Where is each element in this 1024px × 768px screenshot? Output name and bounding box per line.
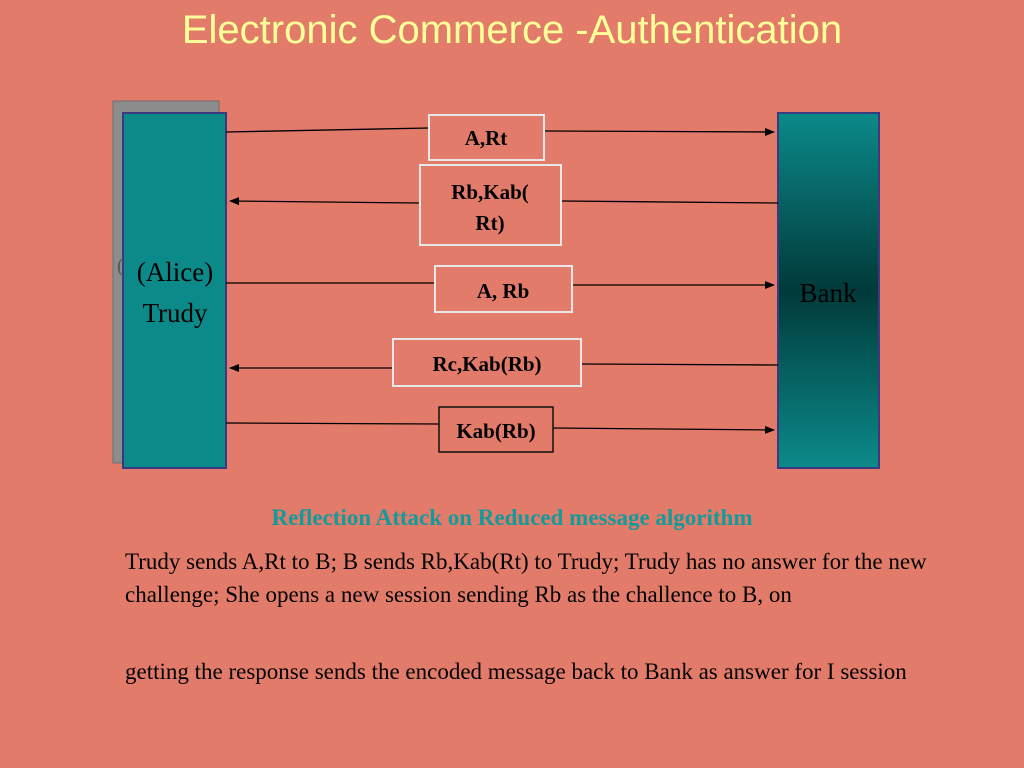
- trudy-entity-label-line2: Trudy: [142, 298, 208, 328]
- message-3: A, Rb: [226, 265, 775, 313]
- message-4-label: Rc,Kab(Rb): [432, 352, 541, 376]
- message-2-box: [419, 164, 562, 246]
- message-1-line-left: [225, 127, 430, 133]
- message-5-line-right: [552, 425, 775, 434]
- message-1-line-right: [543, 127, 775, 136]
- trudy-entity-label-line1: (Alice): [137, 257, 213, 287]
- message-5: Kab(Rb): [225, 406, 775, 453]
- message-5-label: Kab(Rb): [456, 419, 535, 443]
- message-3-label: A, Rb: [477, 279, 530, 303]
- trudy-entity-paren-mark: (: [117, 255, 124, 277]
- message-2-line-right: [560, 200, 779, 204]
- explanation-paragraph-2: getting the response sends the encoded m…: [125, 659, 907, 684]
- explanation-paragraph-1: Trudy sends A,Rt to B; B sends Rb,Kab(Rt…: [125, 549, 927, 607]
- slide-title: Electronic Commerce -Authentication: [181, 8, 843, 52]
- message-4-line-right: [580, 363, 779, 366]
- message-2-label-line2: Rt): [475, 211, 504, 235]
- message-2-label-line1: Rb,Kab(: [451, 180, 529, 204]
- message-5-box: [438, 406, 554, 453]
- message-1-label: A,Rt: [465, 126, 508, 150]
- bank-entity: Bank: [777, 112, 880, 469]
- message-1-box: [428, 114, 545, 161]
- bank-entity-box: [777, 112, 880, 469]
- sequence-diagram: ( (Alice) Trudy Bank A,Rt Rb,Kab( Rt) A,…: [112, 100, 880, 469]
- message-4: Rc,Kab(Rb): [229, 338, 779, 387]
- message-4-box: [392, 338, 582, 387]
- bank-entity-label: Bank: [800, 278, 857, 308]
- trudy-entity-box: [122, 112, 227, 469]
- message-2: Rb,Kab( Rt): [229, 164, 779, 246]
- message-5-line-left: [225, 422, 440, 425]
- diagram-caption: Reflection Attack on Reduced message alg…: [271, 505, 753, 530]
- trudy-entity: ( (Alice) Trudy: [112, 100, 227, 469]
- message-3-box: [434, 265, 573, 313]
- message-1: A,Rt: [225, 114, 775, 161]
- message-2-line-left: [229, 197, 421, 206]
